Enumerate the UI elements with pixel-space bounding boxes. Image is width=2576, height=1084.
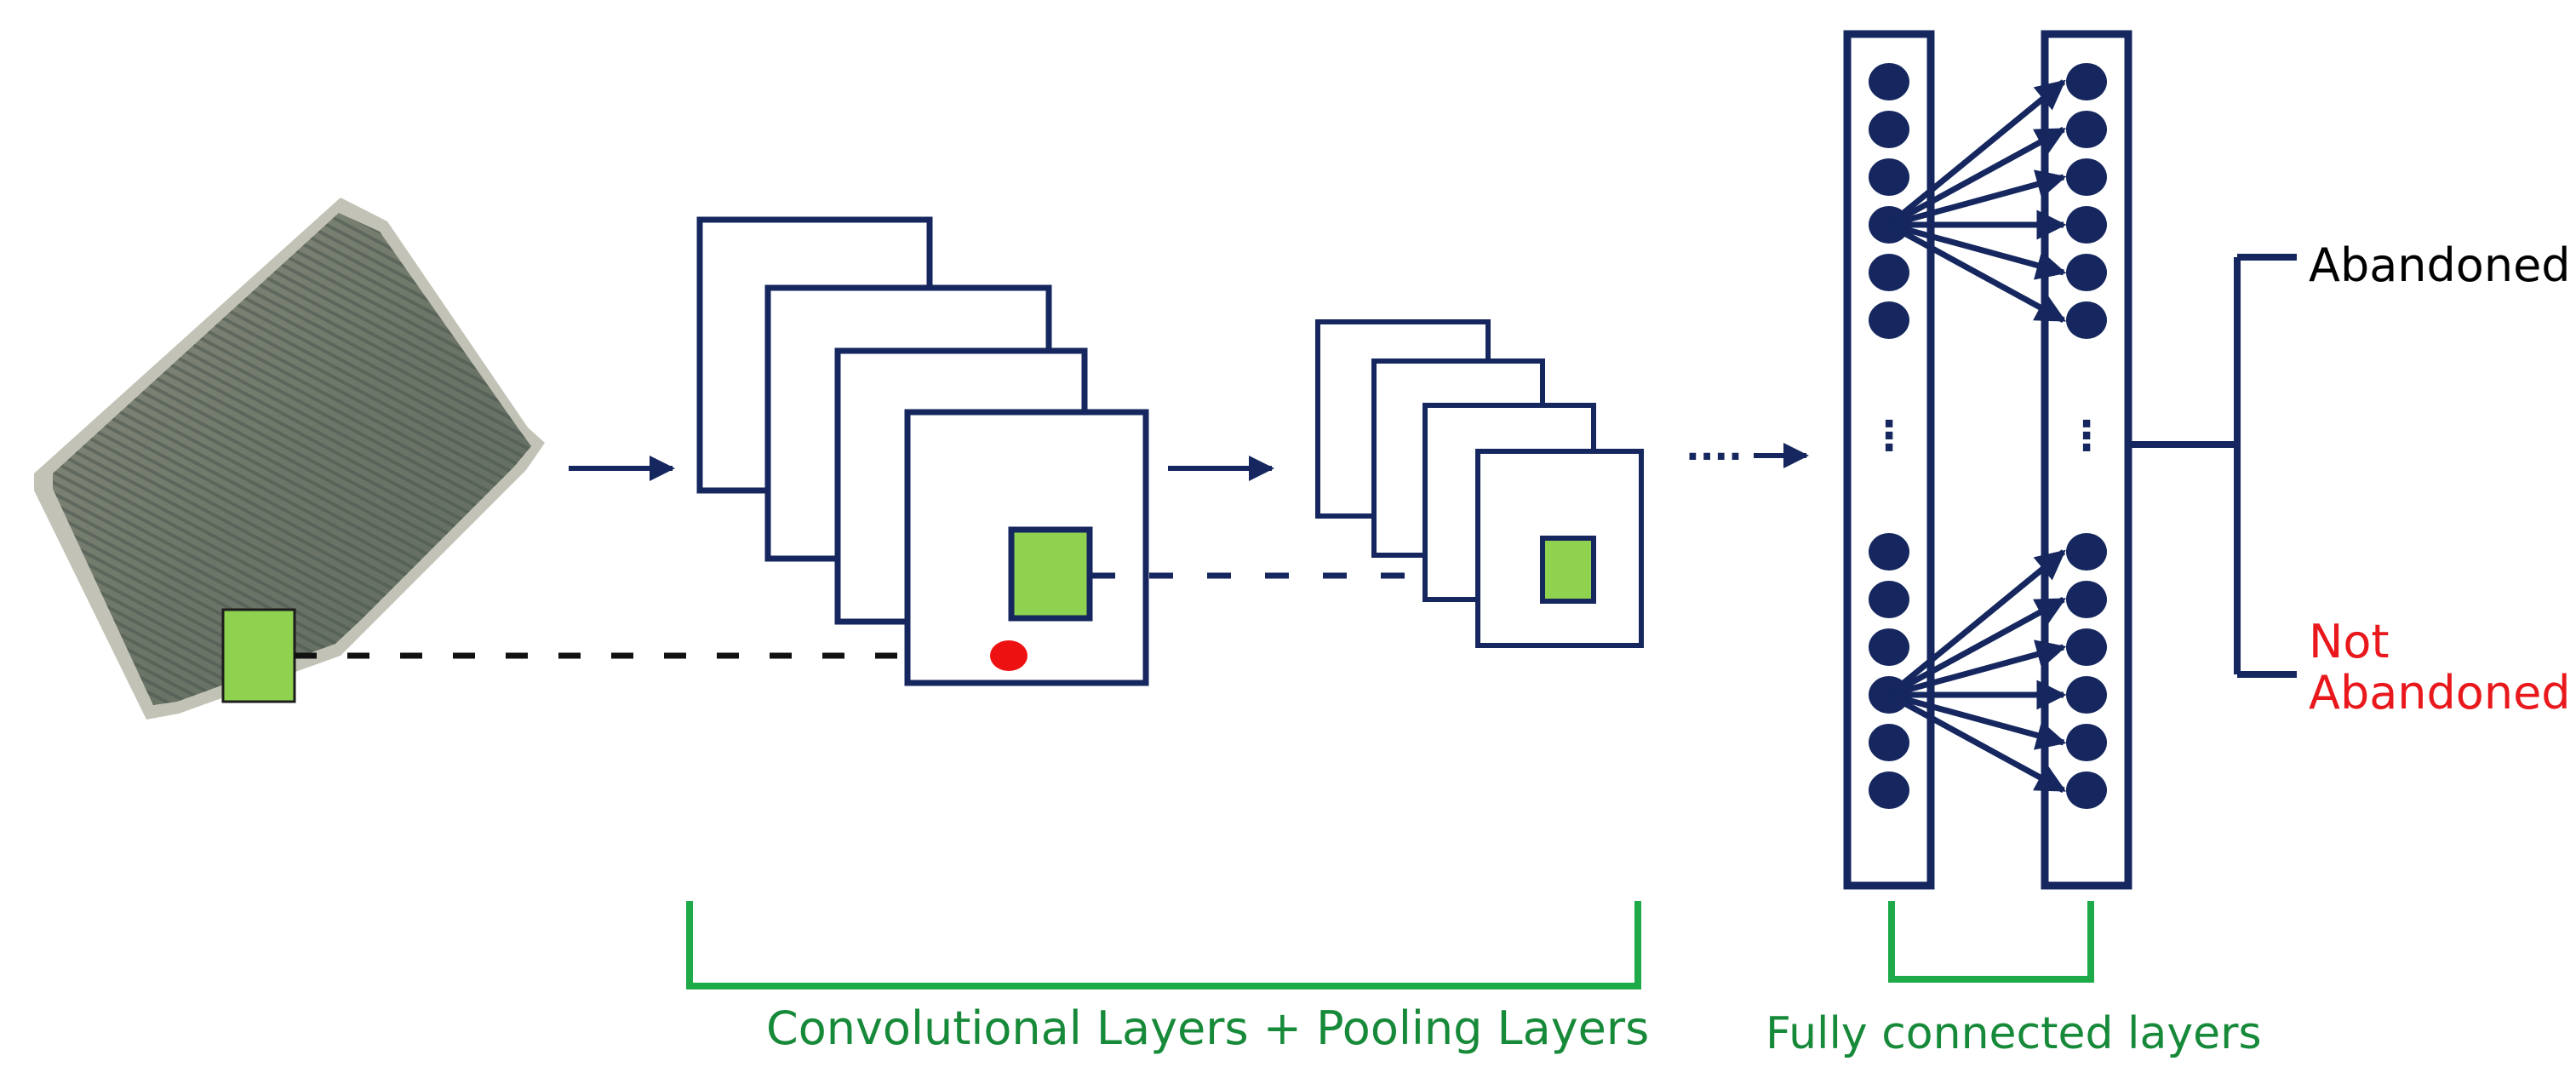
fc-connection-arrow <box>1886 79 2066 227</box>
activation-dot <box>990 640 1028 671</box>
neuron-node <box>1869 63 1909 100</box>
fully-connected-layer-1: ⋮ <box>1843 30 1935 890</box>
fc-connection-arrow <box>1886 549 2066 697</box>
fc-connection-arrow <box>1888 221 2067 280</box>
fc-connection-arrow <box>1887 126 2067 228</box>
aerial-field-image <box>34 198 545 720</box>
neuron-node <box>2066 111 2107 148</box>
neuron-node <box>1869 301 1909 339</box>
pooled-feature-maps <box>1315 319 1644 648</box>
fully-connected-bracket <box>1888 901 2094 983</box>
conv-pool-bracket <box>686 901 1641 989</box>
neuron-node <box>2066 771 2107 809</box>
neuron-node <box>2066 301 2107 339</box>
fc-connection-arrow <box>1888 169 2067 228</box>
neuron-node <box>2066 63 2107 100</box>
neuron-node <box>1869 533 1909 571</box>
conv-pool-label: Convolutional Layers + Pooling Layers <box>766 1001 1650 1055</box>
neuron-node <box>2066 628 2107 666</box>
pooled-filter-patch <box>1540 536 1596 604</box>
fc-connection-arrow <box>1888 691 2067 750</box>
neuron-node <box>1869 771 1909 809</box>
output-label-not-abandoned: Not Abandoned <box>2309 615 2571 720</box>
fc1-ellipsis: ⋮ <box>1869 412 1909 460</box>
output-label-not-abandoned-line1: Not <box>2309 615 2390 668</box>
neuron-node <box>1869 724 1909 761</box>
fc-connection-arrow <box>1888 640 2067 698</box>
fully-connected-label: Fully connected layers <box>1766 1008 2262 1059</box>
neuron-node <box>2066 206 2107 244</box>
neuron-node <box>2066 158 2107 196</box>
neuron-node <box>2066 254 2107 291</box>
neuron-node <box>2066 676 2107 714</box>
fc-connection-arrow <box>1887 221 2067 324</box>
fc2-ellipsis: ⋮ <box>2066 412 2107 460</box>
continuation-dots: .... <box>1686 426 1743 469</box>
neuron-node <box>1869 158 1909 196</box>
neuron-node <box>1869 254 1909 291</box>
neuron-node <box>1869 111 1909 148</box>
input-filter-patch <box>221 608 296 703</box>
conv-filter-patch <box>1008 526 1093 622</box>
fc-connection-arrow <box>1887 691 2067 794</box>
output-label-not-abandoned-line2: Abandoned <box>2309 666 2571 720</box>
fc2-node-group-bottom <box>2066 533 2107 809</box>
neuron-node <box>2066 533 2107 571</box>
output-label-abandoned: Abandoned <box>2309 238 2571 292</box>
neuron-node <box>2066 724 2107 761</box>
neuron-node <box>1869 628 1909 666</box>
fc2-node-group-top <box>2066 63 2107 339</box>
neuron-node <box>2066 581 2107 618</box>
output-branch <box>2132 254 2297 678</box>
fc-connection-arrow <box>1887 596 2067 698</box>
fc-connections <box>1886 79 2067 794</box>
fully-connected-layer-2: ⋮ <box>2041 30 2132 890</box>
neuron-node <box>1869 581 1909 618</box>
